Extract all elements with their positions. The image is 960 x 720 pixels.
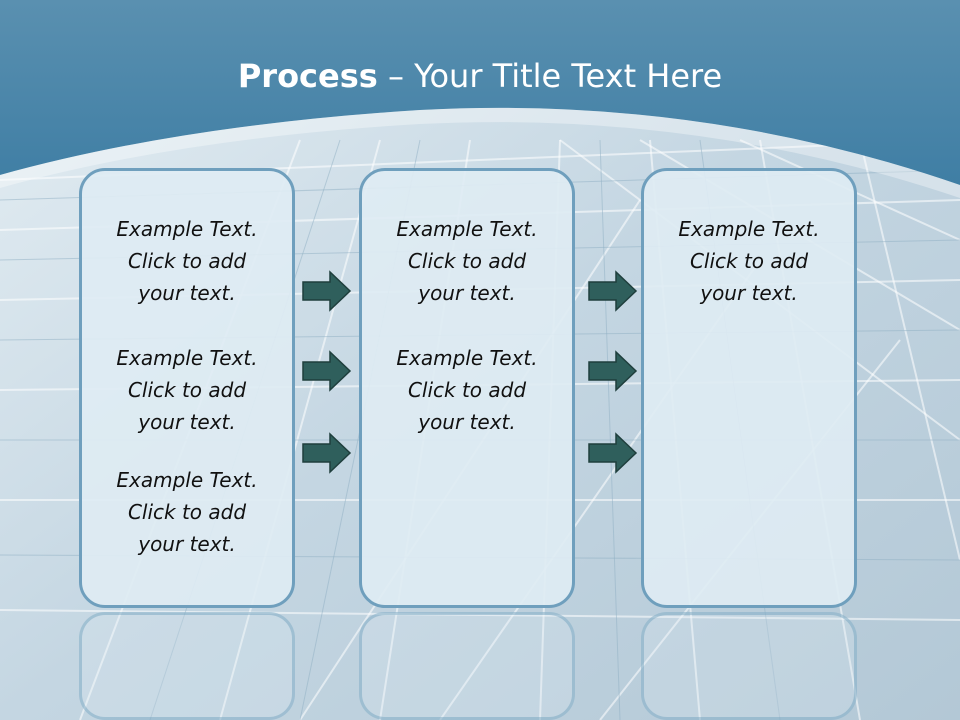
text-line: your text.: [418, 281, 516, 305]
text-line: Example Text.: [116, 217, 258, 241]
process-box-2[interactable]: Example Text. Click to add your text. Ex…: [359, 168, 575, 608]
right-arrow-icon: [302, 432, 352, 474]
text-line: your text.: [138, 281, 236, 305]
process-box-1[interactable]: Example Text. Click to add your text. Ex…: [79, 168, 295, 608]
right-arrow-icon: [302, 350, 352, 392]
text-line: your text.: [700, 281, 798, 305]
title-bold: Process: [237, 57, 378, 95]
text-line: Click to add: [127, 500, 247, 524]
text-block[interactable]: Example Text. Click to add your text.: [644, 213, 854, 309]
right-arrow-icon: [302, 270, 352, 312]
text-block[interactable]: Example Text. Click to add your text.: [82, 464, 292, 560]
text-line: Click to add: [127, 378, 247, 402]
text-line: Example Text.: [116, 346, 258, 370]
slide-title[interactable]: Process – Your Title Text Here: [0, 54, 960, 98]
box-reflection: [359, 612, 575, 720]
right-arrow-icon: [588, 432, 638, 474]
title-rest: – Your Title Text Here: [377, 57, 723, 95]
box-reflection: [641, 612, 857, 720]
text-line: Click to add: [407, 378, 527, 402]
text-line: your text.: [138, 410, 236, 434]
text-block[interactable]: Example Text. Click to add your text.: [362, 342, 572, 438]
text-line: Example Text.: [116, 468, 258, 492]
text-block[interactable]: Example Text. Click to add your text.: [82, 342, 292, 438]
box-reflection: [79, 612, 295, 720]
text-block[interactable]: Example Text. Click to add your text.: [82, 213, 292, 309]
text-line: Click to add: [407, 249, 527, 273]
process-box-3[interactable]: Example Text. Click to add your text.: [641, 168, 857, 608]
text-line: Example Text.: [678, 217, 820, 241]
text-line: your text.: [418, 410, 516, 434]
text-line: Example Text.: [396, 346, 538, 370]
right-arrow-icon: [588, 350, 638, 392]
right-arrow-icon: [588, 270, 638, 312]
text-line: your text.: [138, 532, 236, 556]
text-block[interactable]: Example Text. Click to add your text.: [362, 213, 572, 309]
text-line: Click to add: [689, 249, 809, 273]
text-line: Click to add: [127, 249, 247, 273]
text-line: Example Text.: [396, 217, 538, 241]
